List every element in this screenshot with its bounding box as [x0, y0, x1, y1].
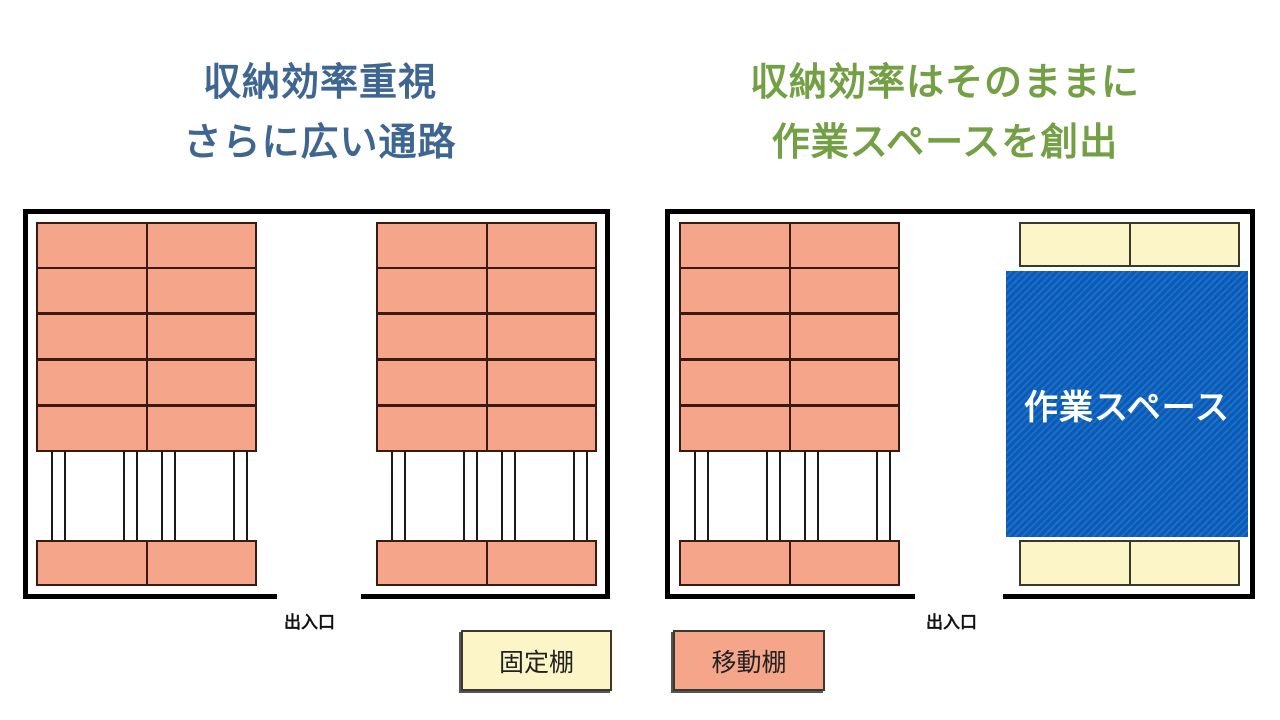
legend-fixed-shelf-label: 固定棚 [498, 647, 574, 677]
mobile-shelf [376, 405, 488, 452]
mobile-shelf [486, 405, 597, 452]
workspace-label: 作業スペース [1024, 387, 1230, 428]
left-title-line1: 収納効率重視 [202, 60, 437, 104]
fixed-shelf [1019, 540, 1131, 586]
shelf-rail [817, 451, 819, 541]
mobile-shelf [789, 267, 900, 314]
legend-fixed-shelf: 固定棚 [461, 630, 612, 691]
shelf-rail [463, 451, 465, 541]
shelf-rail [161, 451, 163, 541]
right-bottom-wall-b [1003, 594, 1255, 599]
mobile-shelf [789, 405, 900, 452]
shelf-rail [573, 451, 575, 541]
legend-mobile-shelf-label: 移動棚 [711, 647, 787, 677]
shelf-rail [889, 451, 891, 541]
mobile-shelf [486, 540, 597, 586]
left-bottom-wall-a [23, 594, 277, 599]
shelf-rail [404, 451, 406, 541]
left-title: 収納効率重視 さらに広い通路 [110, 52, 530, 172]
mobile-shelf [146, 267, 257, 314]
fixed-shelf [1129, 222, 1240, 267]
legend-mobile-shelf: 移動棚 [673, 630, 825, 691]
right-title: 収納効率はそのままに 作業スペースを創出 [690, 52, 1200, 172]
mobile-shelf [36, 313, 148, 360]
shelf-rail [51, 451, 53, 541]
mobile-shelf [789, 222, 900, 269]
mobile-shelf [36, 540, 148, 586]
mobile-shelf [679, 267, 791, 314]
mobile-shelf [36, 359, 148, 406]
mobile-shelf [376, 267, 488, 314]
right-bottom-wall-a [665, 594, 915, 599]
shelf-rail [476, 451, 478, 541]
mobile-shelf [679, 405, 791, 452]
shelf-rail [779, 451, 781, 541]
shelf-rail [707, 451, 709, 541]
mobile-shelf [486, 359, 597, 406]
mobile-shelf [679, 540, 791, 586]
shelf-rail [391, 451, 393, 541]
mobile-shelf [376, 313, 488, 360]
right-room-walls [665, 209, 1255, 599]
mobile-shelf [789, 540, 900, 586]
left-room-walls [23, 209, 610, 599]
mobile-shelf [486, 222, 597, 269]
shelf-rail [694, 451, 696, 541]
shelf-rail [804, 451, 806, 541]
shelf-rail [174, 451, 176, 541]
mobile-shelf [146, 359, 257, 406]
fixed-shelf [1129, 540, 1240, 586]
shelf-rail [246, 451, 248, 541]
mobile-shelf [679, 222, 791, 269]
mobile-shelf [36, 222, 148, 269]
shelf-rail [876, 451, 878, 541]
left-bottom-wall-b [361, 594, 610, 599]
mobile-shelf [36, 267, 148, 314]
shelf-rail [514, 451, 516, 541]
mobile-shelf [146, 540, 257, 586]
mobile-shelf [679, 313, 791, 360]
shelf-rail [64, 451, 66, 541]
mobile-shelf [146, 222, 257, 269]
mobile-shelf [36, 405, 148, 452]
entrance-label: 出入口 [926, 613, 977, 633]
shelf-rail [586, 451, 588, 541]
shelf-rail [123, 451, 125, 541]
mobile-shelf [789, 359, 900, 406]
right-title-line2: 作業スペースを創出 [771, 120, 1119, 164]
workspace-area: 作業スペース [1006, 271, 1248, 537]
fixed-shelf [1019, 222, 1131, 267]
mobile-shelf [486, 267, 597, 314]
entrance-label: 出入口 [284, 613, 335, 633]
shelf-rail [501, 451, 503, 541]
right-title-line1: 収納効率はそのままに [749, 60, 1140, 104]
mobile-shelf [789, 313, 900, 360]
mobile-shelf [486, 313, 597, 360]
shelf-rail [766, 451, 768, 541]
mobile-shelf [376, 222, 488, 269]
left-title-line2: さらに広い通路 [183, 120, 457, 164]
mobile-shelf [376, 540, 488, 586]
shelf-rail [233, 451, 235, 541]
mobile-shelf [679, 359, 791, 406]
mobile-shelf [146, 313, 257, 360]
mobile-shelf [376, 359, 488, 406]
shelf-rail [136, 451, 138, 541]
mobile-shelf [146, 405, 257, 452]
